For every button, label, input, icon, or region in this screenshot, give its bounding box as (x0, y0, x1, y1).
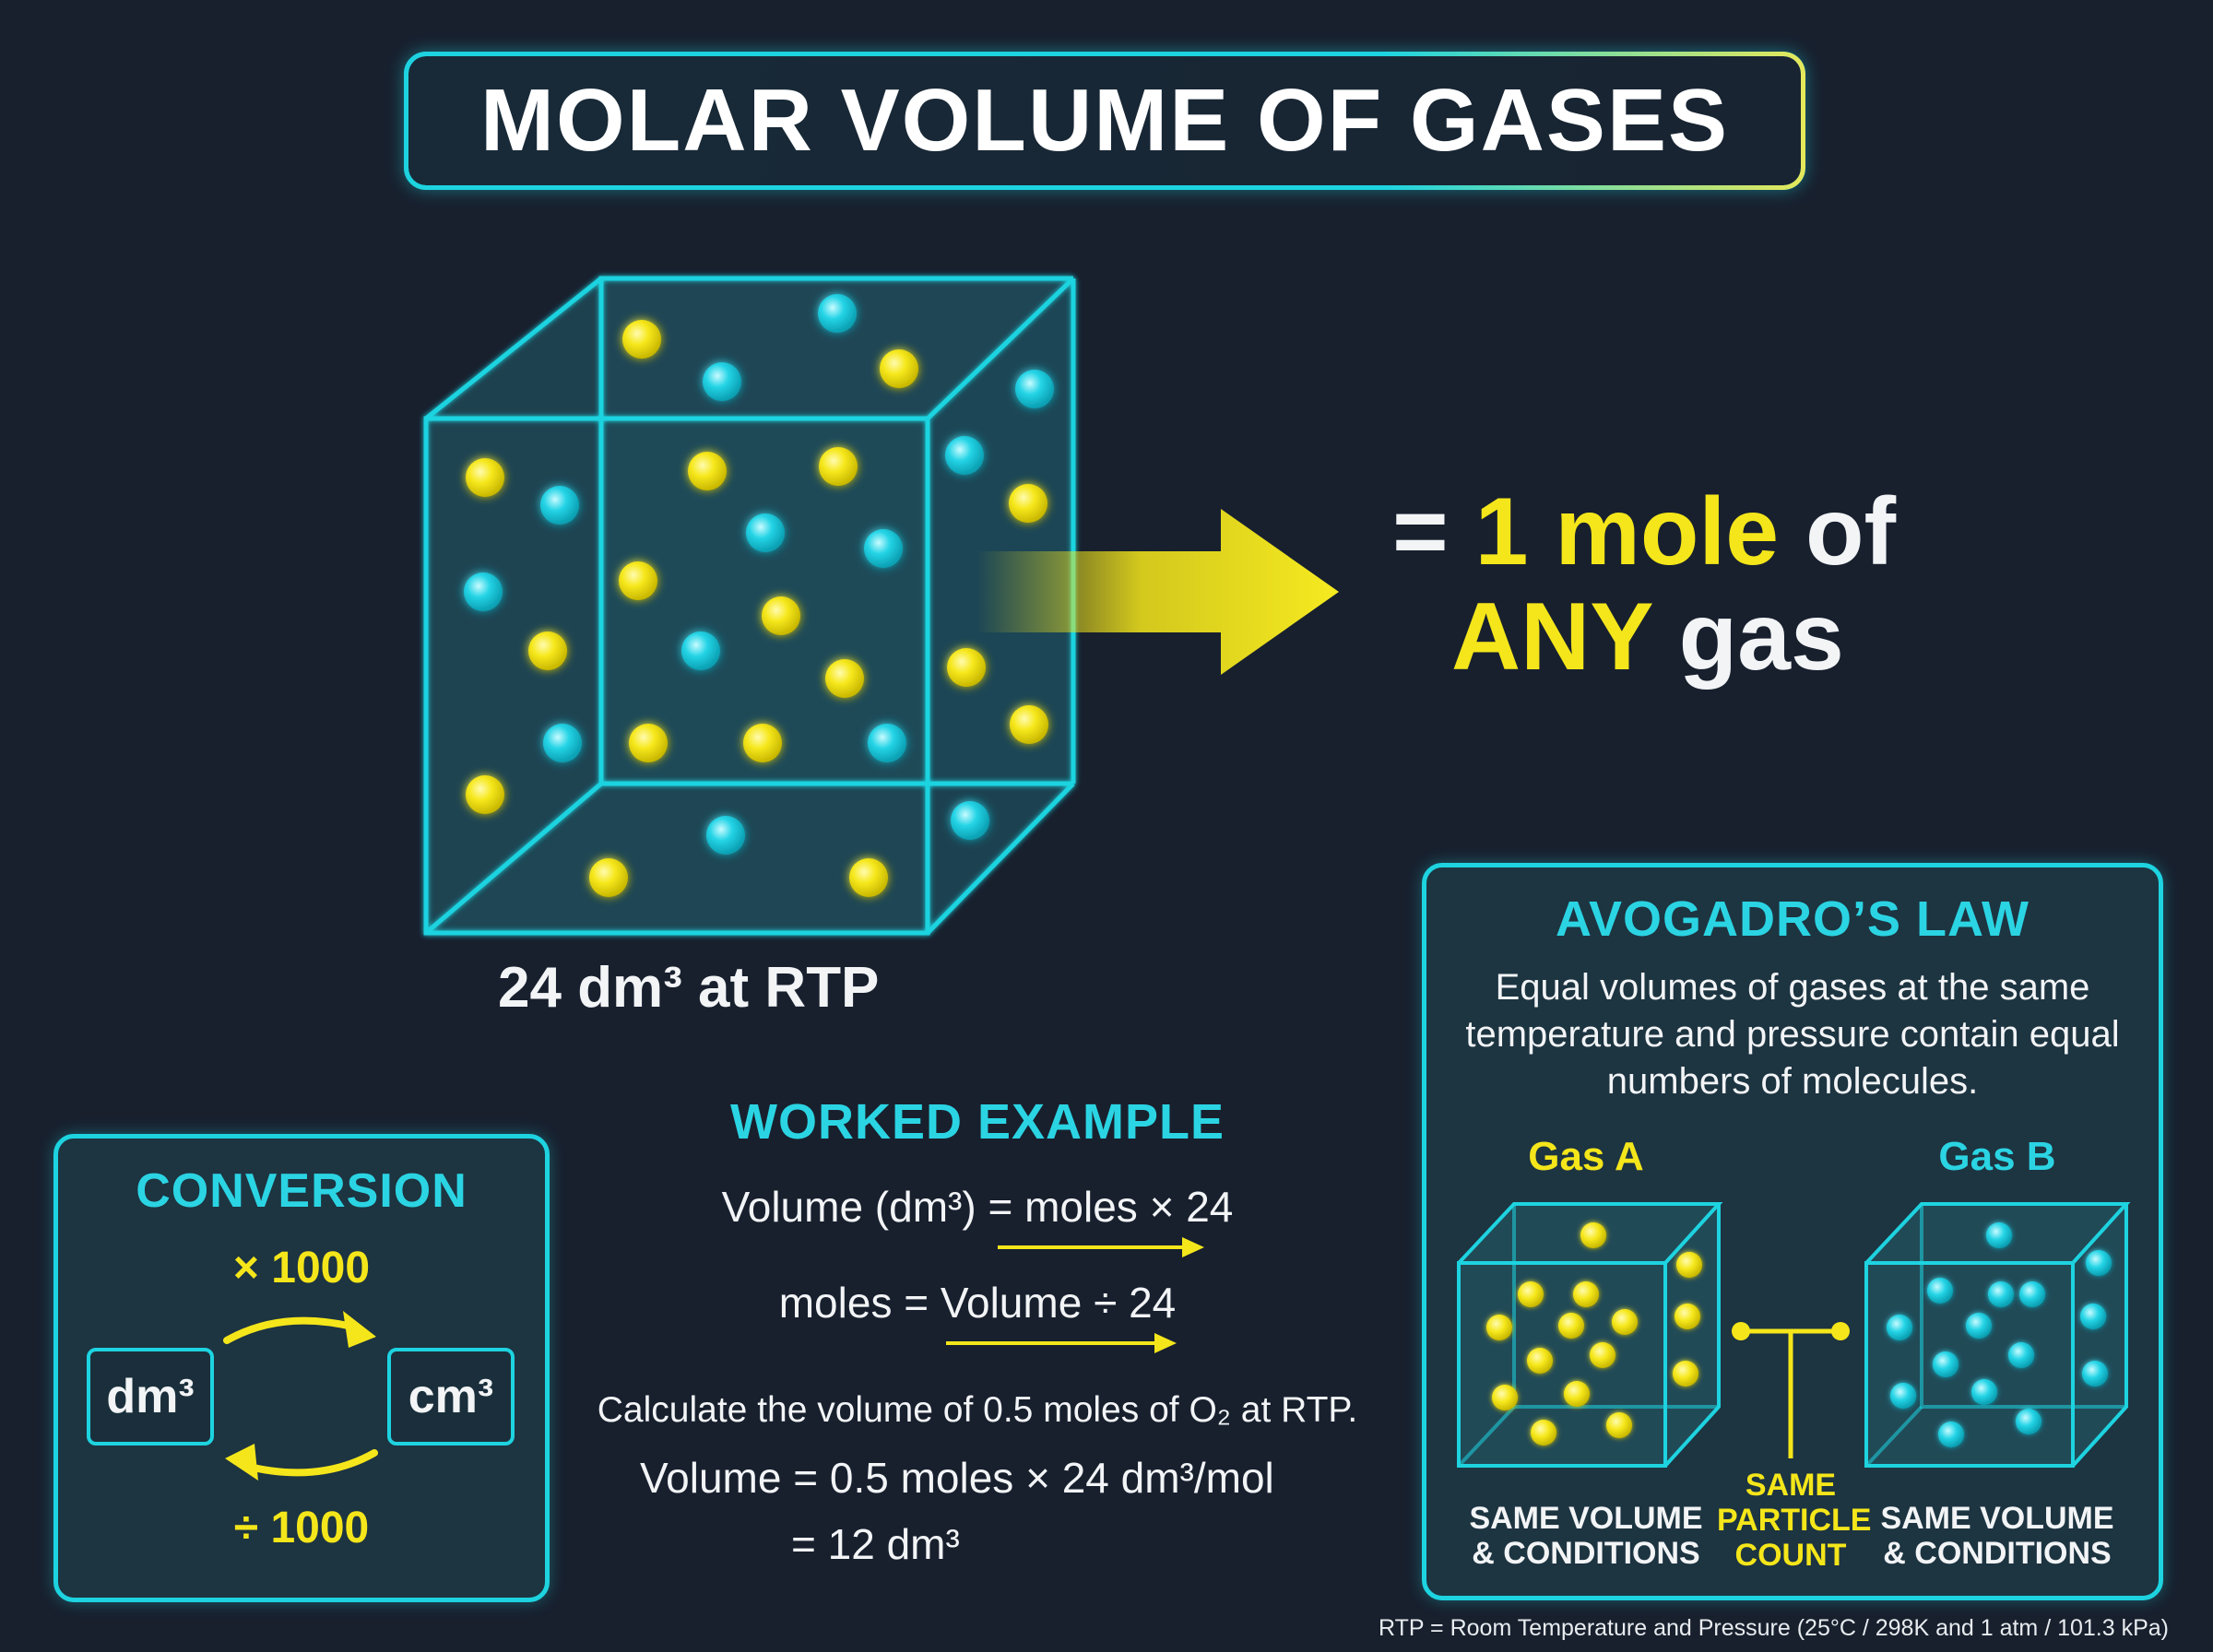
result-any: ANY (1451, 584, 1652, 691)
formula-volume: Volume (dm³) = moles × 24 (721, 1183, 1234, 1231)
result-equals: = (1392, 478, 1449, 585)
box-volume-label: 24 dm³ at RTP (498, 956, 880, 1020)
result-of: of (1805, 478, 1897, 585)
result-one-mole: 1 mole (1474, 478, 1780, 585)
gas-b-label: Gas B (1938, 1134, 2056, 1179)
unit-dm3-box: dm³ (87, 1348, 214, 1446)
example-step-2: = 12 dm³ (791, 1520, 960, 1568)
conversion-arrows-icon (223, 1311, 378, 1481)
avogadro-statement-line-3: numbers of molecules. (1606, 1061, 1979, 1102)
formula-arrow-2-icon (946, 1333, 1177, 1353)
unit-cm3-box: cm³ (387, 1348, 515, 1446)
conversion-heading: CONVERSION (136, 1164, 467, 1218)
gas-b-cube (1864, 1202, 2131, 1468)
avogadro-panel (1422, 863, 2163, 1600)
divide-factor: ÷ 1000 (233, 1504, 370, 1552)
avogadro-heading: AVOGADRO’S LAW (1555, 891, 2030, 947)
avogadro-statement-line-1: Equal volumes of gases at the same (1495, 967, 2090, 1008)
gas-container-cube (423, 276, 1076, 936)
result-arrow-icon (977, 509, 1339, 675)
unit-cm3-label: cm³ (408, 1370, 494, 1423)
formula-moles: moles = Volume ÷ 24 (778, 1279, 1177, 1327)
avogadro-comparison-diagram (1457, 1202, 2131, 1468)
multiply-factor: × 1000 (232, 1244, 371, 1292)
caption-gas-a: SAME VOLUME & CONDITIONS (1469, 1501, 1703, 1571)
example-step-1: Volume = 0.5 moles × 24 dm³/mol (640, 1454, 1274, 1502)
caption-same-count: SAME PARTICLE COUNT (1717, 1468, 1872, 1573)
rtp-footnote: RTP = Room Temperature and Pressure (25°… (1379, 1615, 2169, 1641)
result-gas: gas (1678, 584, 1844, 691)
worked-example-heading: WORKED EXAMPLE (729, 1094, 1225, 1150)
page-title: MOLAR VOLUME OF GASES (479, 71, 1730, 170)
gas-a-cube (1457, 1202, 1723, 1468)
avogadro-statement-line-2: temperature and pressure contain equal (1465, 1014, 2120, 1055)
formula-arrow-icon (998, 1237, 1204, 1257)
unit-dm3-label: dm³ (106, 1370, 195, 1423)
title-banner: MOLAR VOLUME OF GASES (404, 52, 1805, 190)
example-question: Calculate the volume of 0.5 moles of O₂ … (597, 1390, 1358, 1430)
avogadro-statement: Equal volumes of gases at the same tempe… (1422, 964, 2163, 1105)
gas-a-label: Gas A (1528, 1134, 1644, 1179)
result-statement: = 1 mole of ANY gas (1392, 479, 1896, 690)
caption-gas-b: SAME VOLUME & CONDITIONS (1880, 1501, 2114, 1571)
